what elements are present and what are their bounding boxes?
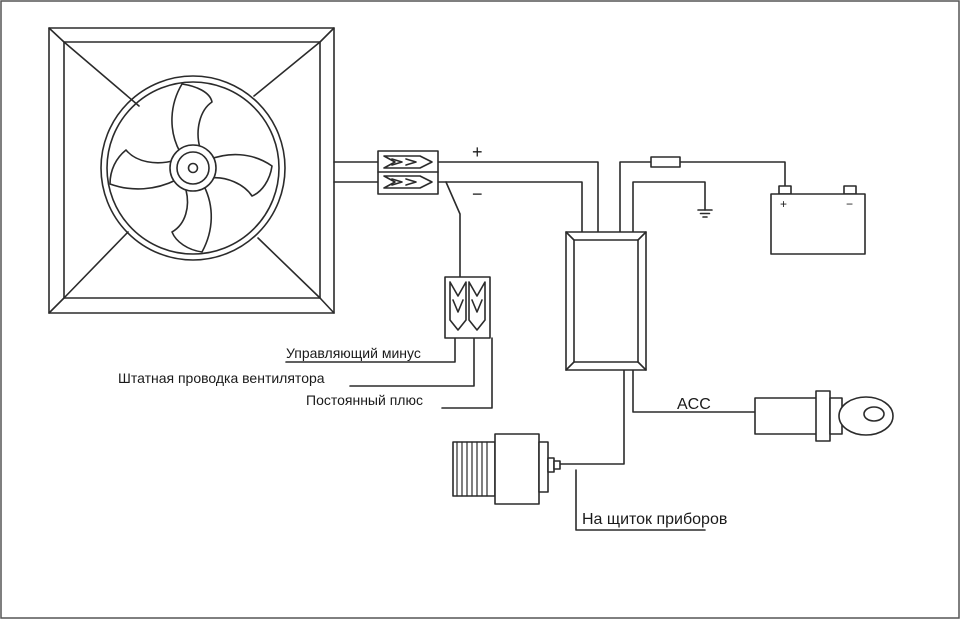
- wires: [285, 161, 786, 531]
- label-acc: ACC: [677, 396, 711, 413]
- stock-fan-connector: [444, 276, 491, 339]
- plus-sign: +: [472, 142, 483, 162]
- fan-assembly: [48, 27, 335, 314]
- battery-icon: + −: [770, 185, 866, 255]
- fan-blades: [109, 83, 273, 253]
- label-control-minus: Управляющий минус: [286, 345, 421, 361]
- fan-connector: [377, 150, 439, 195]
- temperature-sensor-icon: [452, 433, 561, 505]
- battery-minus-sign: −: [846, 197, 853, 211]
- minus-sign: −: [472, 184, 483, 204]
- label-to-instrument-panel: На щиток приборов: [582, 511, 727, 528]
- ignition-switch-icon: [754, 390, 894, 442]
- fuse-icon: [650, 156, 681, 168]
- ground-icon: [697, 209, 713, 218]
- relay-block: [565, 231, 647, 371]
- label-constant-plus: Постоянный плюс: [306, 392, 423, 408]
- label-stock-fan-wiring: Штатная проводка вентилятора: [118, 370, 325, 386]
- battery-plus-sign: +: [780, 197, 787, 211]
